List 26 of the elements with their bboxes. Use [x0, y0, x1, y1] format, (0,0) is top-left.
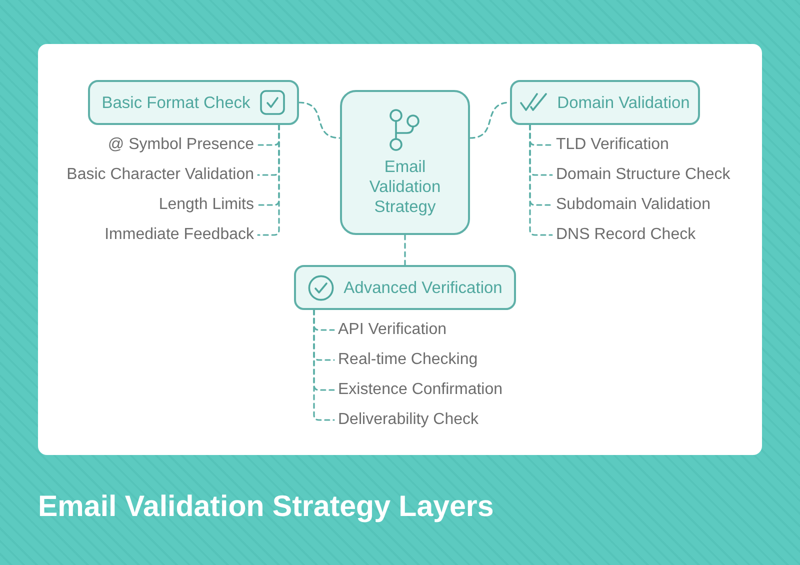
list-item-text: @ Symbol Presence [104, 133, 258, 157]
list-item-text: Length Limits [154, 193, 258, 217]
box-label: Advanced Verification [344, 278, 502, 298]
diagram-title: Email Validation Strategy Layers [38, 489, 494, 525]
leader-line [257, 124, 280, 236]
list-item-text: Real-time Checking [334, 348, 482, 372]
list-item-text: DNS Record Check [552, 223, 700, 247]
category-box [88, 80, 299, 125]
dashed-connector [404, 234, 406, 266]
list-item-text: API Verification [334, 318, 450, 342]
list-item-text: Existence Confirmation [334, 378, 507, 402]
list-item-text: Subdomain Validation [552, 193, 714, 217]
category-box [510, 80, 700, 125]
list-item-text: Deliverability Check [334, 408, 482, 432]
hub-box [340, 90, 470, 235]
box-label: Domain Validation [557, 92, 690, 112]
box-label: Basic Format Check [102, 92, 250, 112]
dashed-connector [298, 102, 341, 139]
list-item-text: Basic Character Validation [62, 163, 258, 187]
leader-line [313, 309, 335, 421]
leader-line [529, 124, 553, 236]
list-item-text: Immediate Feedback [100, 223, 258, 247]
list-item-text: Domain Structure Check [552, 163, 734, 187]
list-item-text: TLD Verification [552, 133, 673, 157]
box-label: Email Validation Strategy [368, 156, 442, 216]
category-box [294, 265, 516, 310]
